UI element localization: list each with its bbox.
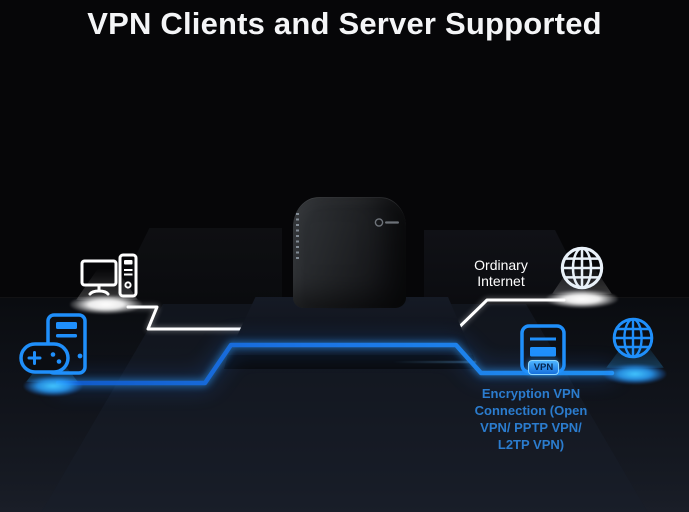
globe-icon bbox=[560, 246, 604, 290]
desktop-computer-icon bbox=[80, 253, 138, 298]
platform-edge-highlight bbox=[392, 361, 476, 363]
router-device bbox=[293, 197, 406, 308]
vpn-badge: VPN bbox=[528, 360, 559, 375]
tp-link-logo-icon bbox=[374, 218, 399, 227]
router-led-lights bbox=[296, 213, 299, 259]
glow-ellipse-globe bbox=[546, 290, 618, 308]
page-title: VPN Clients and Server Supported bbox=[87, 6, 602, 41]
globe-icon bbox=[612, 317, 654, 359]
encryption-vpn-line1: Encryption VPN bbox=[481, 386, 581, 401]
glow-ellipse-vpn-globe bbox=[604, 364, 666, 384]
glow-ellipse-gaming bbox=[24, 376, 82, 396]
encryption-vpn-label: Encryption VPN Connection (Open VPN/ PPT… bbox=[450, 385, 612, 453]
encryption-vpn-line4: L2TP VPN) bbox=[497, 437, 565, 452]
encryption-vpn-line3: VPN/ PPTP VPN/ bbox=[480, 420, 582, 435]
ordinary-internet-line1: Ordinary bbox=[474, 257, 528, 273]
glow-ellipse-desktop bbox=[70, 295, 142, 314]
encryption-vpn-line2: Connection (Open bbox=[474, 403, 588, 418]
ordinary-internet-line2: Internet bbox=[477, 273, 525, 289]
gaming-pc-gamepad-icon bbox=[19, 313, 87, 375]
ordinary-internet-label: Ordinary Internet bbox=[448, 257, 554, 289]
